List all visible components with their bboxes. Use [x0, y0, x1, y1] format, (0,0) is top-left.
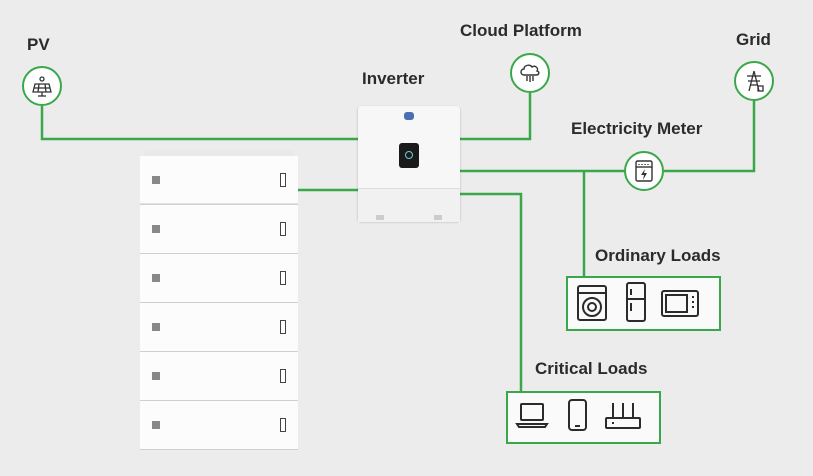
battery-stack — [140, 150, 298, 451]
electricity-meter-node — [624, 151, 664, 191]
cloud-platform-node — [510, 53, 550, 93]
battery-module — [140, 352, 298, 401]
grid-node — [734, 61, 774, 101]
pv-node — [22, 66, 62, 106]
pv-to-inverter-line — [40, 106, 358, 141]
battery-module — [140, 401, 298, 450]
battery-module — [140, 303, 298, 352]
critical-loads-label: Critical Loads — [535, 359, 648, 378]
inverter-logo-icon — [404, 112, 414, 120]
battery-module — [140, 254, 298, 303]
inverter-unit — [358, 106, 460, 222]
critical-loads-icons — [515, 399, 641, 431]
battery-indicator — [280, 369, 286, 383]
grid-label: Grid — [736, 30, 771, 49]
power-tower-icon — [747, 70, 764, 92]
ordinary-loads-icons — [577, 282, 699, 322]
washing-machine-icon — [577, 285, 607, 321]
pv-label: PV — [27, 35, 50, 54]
ordinary-loads-box — [566, 276, 721, 331]
solar-panel-icon — [32, 76, 52, 97]
inverter-display — [399, 143, 419, 168]
cloud-platform-label: Cloud Platform — [460, 21, 582, 40]
battery-indicator — [280, 320, 286, 334]
refrigerator-icon — [626, 282, 646, 322]
battery-indicator — [280, 271, 286, 285]
router-icon — [605, 403, 641, 429]
battery-indicator — [280, 418, 286, 432]
electricity-meter-label: Electricity Meter — [571, 119, 703, 138]
battery-module — [140, 156, 298, 205]
to-critical-loads-line — [460, 192, 523, 391]
battery-indicator — [280, 222, 286, 236]
microwave-icon — [661, 290, 699, 317]
inverter-to-cloud-line — [460, 93, 532, 141]
critical-loads-box — [506, 391, 661, 444]
battery-indicator — [280, 173, 286, 187]
inverter-label: Inverter — [362, 69, 425, 88]
smartphone-icon — [568, 399, 587, 431]
laptop-icon — [515, 403, 549, 428]
meter-to-grid-line — [664, 101, 756, 173]
ordinary-loads-label: Ordinary Loads — [595, 246, 721, 265]
battery-module — [140, 205, 298, 254]
inverter-lower-panel — [358, 188, 460, 222]
electricity-meter-icon — [635, 160, 653, 182]
cloud-icon — [520, 64, 540, 82]
